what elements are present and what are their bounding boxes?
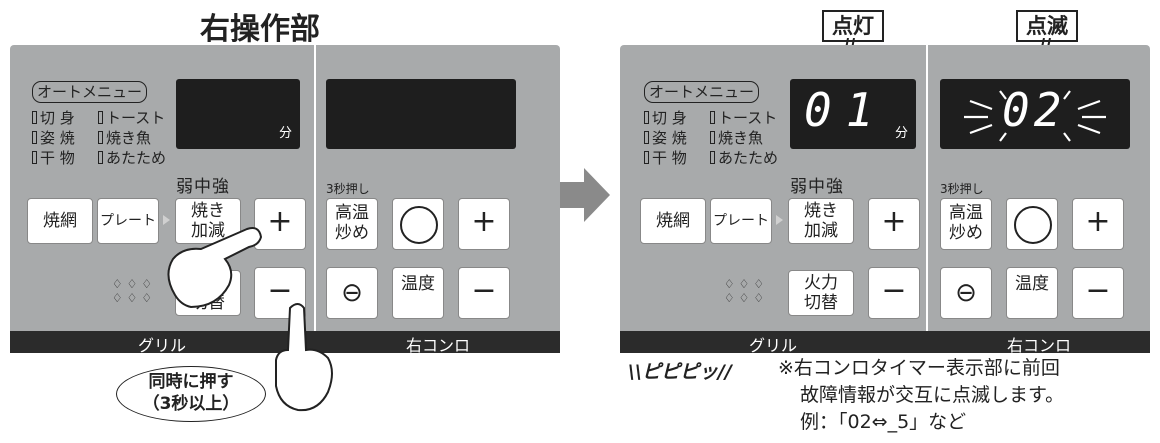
plate-button[interactable]: プレート bbox=[710, 198, 772, 244]
timer-unit: 分 bbox=[894, 126, 908, 141]
menu-item-sugatayaki: 姿 焼 bbox=[644, 129, 687, 147]
lit-indicator-tag: 点灯 bbox=[822, 10, 884, 42]
section-title: 右操作部 bbox=[200, 12, 320, 47]
kettle-button[interactable]: ⊖ bbox=[940, 267, 992, 319]
temp-button[interactable]: 温度 bbox=[1006, 267, 1058, 319]
burner-bar-label: 右コンロ bbox=[405, 336, 470, 355]
panel-divider bbox=[926, 45, 928, 353]
hold-3sec-note: 3秒押し bbox=[326, 182, 370, 196]
fire-switch-button[interactable]: 火力切替 bbox=[788, 270, 854, 316]
grill-plus-button[interactable]: + bbox=[254, 198, 306, 250]
burner-plus-button[interactable]: + bbox=[458, 198, 510, 250]
flame-indicator-icon: ♢♢♢♢♢♢ bbox=[111, 277, 157, 305]
error-info-note-line3: 例：「02⇔_5」など bbox=[800, 411, 967, 433]
grill-net-button[interactable]: 焼網 bbox=[27, 198, 93, 244]
temp-button[interactable]: 温度 bbox=[392, 267, 444, 319]
menu-item-atatame: あたため bbox=[98, 149, 166, 167]
error-info-note-line1: ※右コンロタイマー表示部に前回 bbox=[778, 357, 1060, 379]
burner-minus-button[interactable]: − bbox=[458, 267, 510, 319]
beep-sound-label: \\ピピピッ// bbox=[628, 361, 732, 383]
mode-arrow-icon bbox=[163, 215, 170, 225]
grill-minus-button[interactable]: − bbox=[868, 267, 920, 319]
flame-indicator-icon: ♢♢♢♢♢♢ bbox=[723, 277, 769, 305]
grill-timer-display: 01 分 bbox=[790, 79, 916, 149]
burner-minus-button[interactable]: − bbox=[1072, 267, 1124, 319]
menu-item-yakizakana: 焼き魚 bbox=[98, 129, 151, 147]
timer-button[interactable] bbox=[1006, 198, 1058, 250]
left-control-panel: オートメニュー 切 身 トースト 姿 焼 焼き魚 干 物 あたため 分 弱中強 … bbox=[10, 45, 560, 355]
auto-menu-label: オートメニュー bbox=[644, 81, 760, 103]
blink-value: 02 bbox=[1002, 83, 1066, 137]
blink-rays-icon bbox=[964, 90, 1106, 142]
menu-item-toast: トースト bbox=[710, 109, 777, 127]
plate-button[interactable]: プレート bbox=[97, 198, 159, 244]
timer-icon bbox=[1014, 206, 1052, 244]
panel-divider bbox=[314, 45, 316, 353]
panel-label-bar: グリル 右コンロ bbox=[10, 331, 560, 355]
menu-item-yakizakana: 焼き魚 bbox=[710, 129, 763, 147]
burner-timer-display bbox=[326, 79, 516, 149]
timer-button[interactable] bbox=[392, 198, 444, 250]
timer-value: 01 bbox=[804, 83, 888, 137]
burner-bar-label: 右コンロ bbox=[1006, 336, 1071, 355]
menu-item-himono: 干 物 bbox=[32, 149, 75, 167]
grill-bar-label: グリル bbox=[137, 336, 186, 355]
pressing-finger-icon bbox=[275, 303, 333, 412]
menu-item-himono: 干 物 bbox=[644, 149, 687, 167]
grill-bar-label: グリル bbox=[748, 336, 797, 355]
high-temp-button[interactable]: 高温炒め bbox=[326, 198, 378, 250]
burner-timer-display: 02 bbox=[940, 79, 1130, 149]
timer-icon bbox=[400, 206, 438, 244]
menu-item-toast: トースト bbox=[98, 109, 165, 127]
menu-item-atatame: あたため bbox=[710, 149, 778, 167]
menu-item-kirimi: 切 身 bbox=[644, 109, 687, 127]
grill-adjust-button[interactable]: 焼き加減 bbox=[788, 198, 854, 244]
menu-item-sugatayaki: 姿 焼 bbox=[32, 129, 75, 147]
next-step-arrow-icon bbox=[560, 168, 610, 222]
panel-label-bar: グリル 右コンロ bbox=[620, 331, 1150, 355]
pressing-hand-icon bbox=[167, 227, 263, 309]
burner-plus-button[interactable]: + bbox=[1072, 198, 1124, 250]
error-info-note-line2: 故障情報が交互に点滅します。 bbox=[800, 384, 1065, 406]
auto-menu-label: オートメニュー bbox=[32, 81, 148, 103]
menu-item-kirimi: 切 身 bbox=[32, 109, 75, 127]
kettle-button[interactable]: ⊖ bbox=[326, 267, 378, 319]
heat-level-labels: 弱中強 bbox=[176, 177, 230, 197]
timer-unit: 分 bbox=[278, 126, 292, 141]
heat-level-labels: 弱中強 bbox=[790, 177, 844, 197]
blink-indicator-tag: 点滅 bbox=[1016, 10, 1078, 42]
grill-plus-button[interactable]: + bbox=[868, 198, 920, 250]
hold-3sec-note: 3秒押し bbox=[940, 182, 984, 196]
mode-arrow-icon bbox=[776, 215, 783, 225]
high-temp-button[interactable]: 高温炒め bbox=[940, 198, 992, 250]
right-control-panel: オートメニュー 切 身 トースト 姿 焼 焼き魚 干 物 あたため 01 分 0… bbox=[620, 45, 1150, 355]
press-simultaneously-note: 同時に押す（3秒以上） bbox=[116, 366, 266, 422]
grill-timer-display: 分 bbox=[176, 79, 300, 149]
grill-net-button[interactable]: 焼網 bbox=[640, 198, 706, 244]
